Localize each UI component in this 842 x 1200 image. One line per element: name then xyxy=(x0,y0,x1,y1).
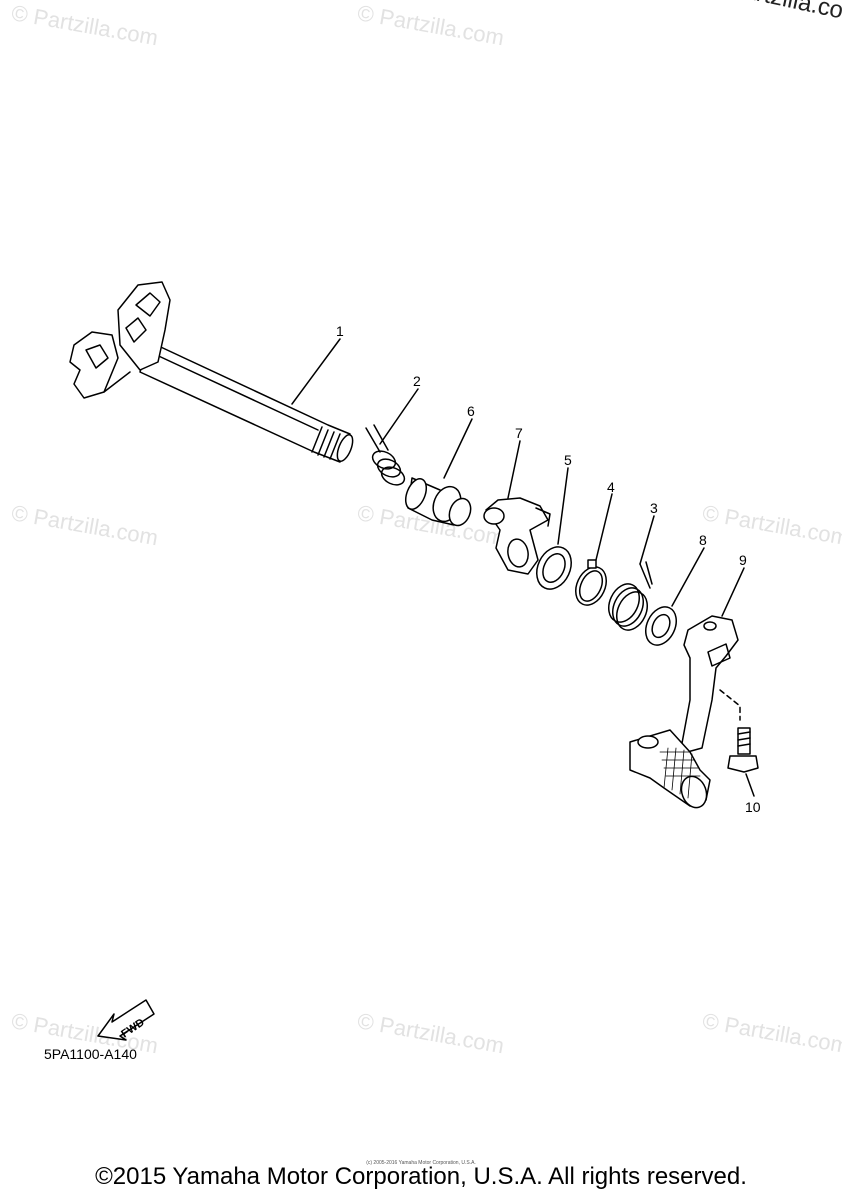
fwd-arrow-icon xyxy=(97,999,155,1041)
shift-shaft xyxy=(69,281,354,463)
callout-10: 10 xyxy=(745,799,761,815)
callout-8: 8 xyxy=(699,532,707,548)
callout-9: 9 xyxy=(739,552,747,568)
torsion-spring xyxy=(365,424,406,486)
return-spring xyxy=(608,561,653,631)
fine-print: (c) 2005-2016 Yamaha Motor Corporation, … xyxy=(366,1160,476,1166)
callout-7: 7 xyxy=(515,425,523,441)
bolt xyxy=(727,727,759,773)
callout-4: 4 xyxy=(607,479,615,495)
copyright-notice: ©2015 Yamaha Motor Corporation, U.S.A. A… xyxy=(95,1163,747,1190)
callout-1: 1 xyxy=(336,323,344,339)
callout-5: 5 xyxy=(564,452,572,468)
callout-6: 6 xyxy=(467,403,475,419)
circlip xyxy=(575,559,607,606)
stopper-lever xyxy=(483,497,551,575)
callout-3: 3 xyxy=(650,500,658,516)
collar xyxy=(404,477,472,527)
callout-2: 2 xyxy=(413,373,421,389)
shift-pedal xyxy=(629,615,739,809)
washer-8 xyxy=(645,606,677,646)
diagram-code: 5PA1100-A140 xyxy=(44,1046,137,1062)
washer-5 xyxy=(536,546,572,590)
